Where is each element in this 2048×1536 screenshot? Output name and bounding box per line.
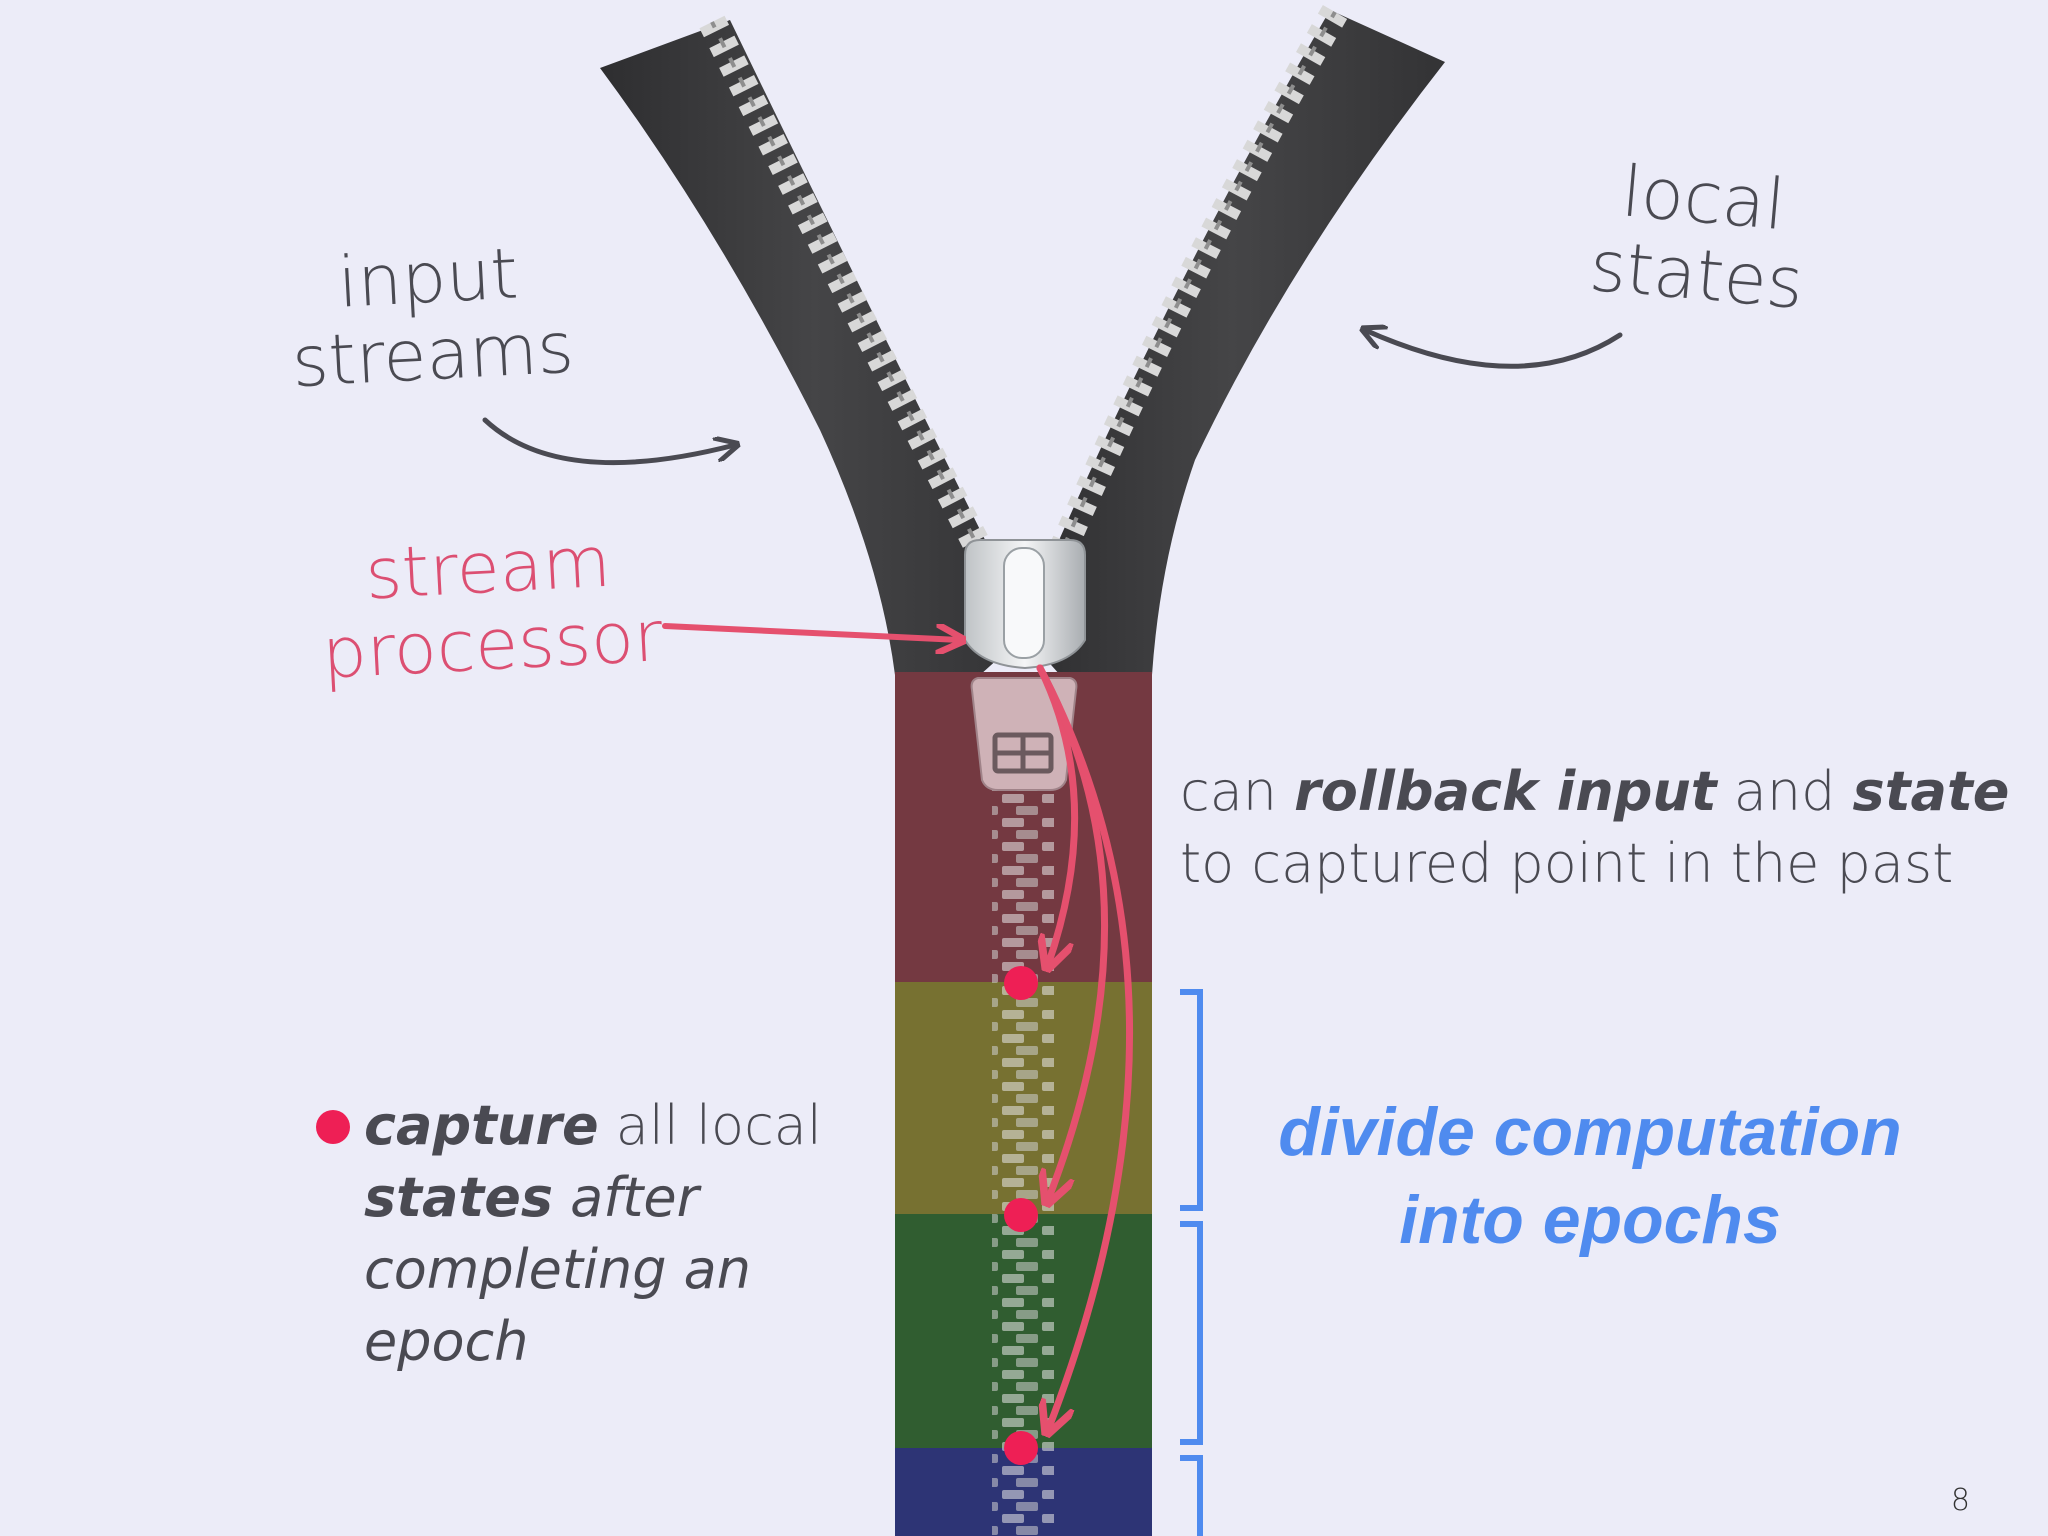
- capture-description: capture all local states after completin…: [364, 1094, 822, 1373]
- rollback-arrow-3: [1036, 664, 1134, 1430]
- epoch-bracket-1: [1180, 989, 1203, 1211]
- zipper-slider: [964, 539, 1086, 791]
- input-streams-arrow: [482, 417, 735, 466]
- capture-dot-1: [1004, 966, 1038, 1000]
- right-tape: [1020, 10, 1445, 675]
- capture-dot-2: [1004, 1198, 1038, 1232]
- capture-legend-dot: [316, 1110, 350, 1144]
- input-streams-label: input streams: [290, 232, 576, 404]
- stream-processor-arrow: [662, 623, 960, 640]
- epoch-bracket-3: [1180, 1455, 1203, 1536]
- center-teeth: [992, 790, 1054, 1536]
- stream-processor-label: stream processor: [320, 520, 665, 695]
- epoch-brackets: [1180, 989, 1203, 1536]
- epoch-bracket-2: [1180, 1221, 1203, 1445]
- local-states-arrow: [1365, 330, 1623, 369]
- epochs-label: divide computation into epochs: [1278, 1094, 1902, 1258]
- capture-dot-3: [1004, 1431, 1038, 1465]
- rollback-description: can rollback input and state to captured…: [1180, 760, 2010, 895]
- local-states-label: local states: [1586, 150, 1807, 326]
- left-tape: [600, 20, 1030, 675]
- page-number: 8: [1950, 1483, 1970, 1518]
